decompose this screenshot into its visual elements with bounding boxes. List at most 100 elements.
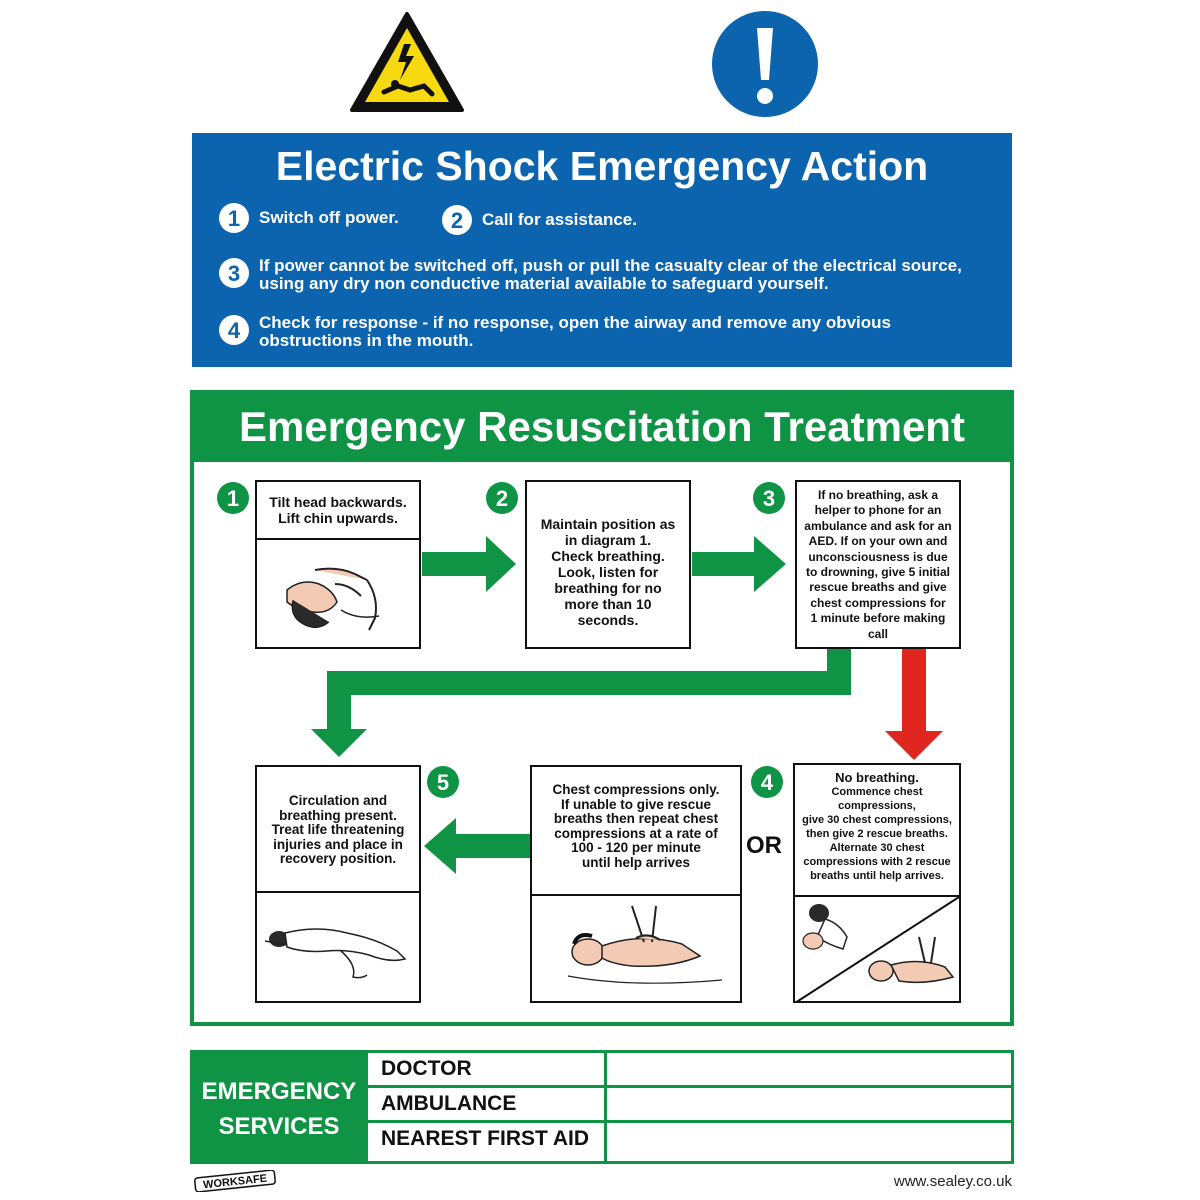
step-2-text: Maintain position as in diagram 1. Check… xyxy=(533,516,683,628)
step-2-line: Maintain position as xyxy=(540,516,676,532)
step-3-line: ambulance and ask for an xyxy=(804,518,952,533)
resuscitation-header: Emergency Resuscitation Treatment xyxy=(190,390,1014,462)
step-5-text: Circulation and breathing present. Treat… xyxy=(263,793,413,867)
step-1-line: Tilt head backwards. xyxy=(269,494,407,510)
rescue-breaths-illustration xyxy=(794,895,960,1004)
head-tilt-illustration xyxy=(257,538,419,647)
chest-compressions-drawing xyxy=(567,905,723,984)
arrow-compressions-to-step5 xyxy=(424,818,530,874)
service-row-label: DOCTOR xyxy=(381,1057,472,1080)
services-label-line2: SERVICES xyxy=(218,1113,340,1140)
step-1-text: Tilt head backwards. Lift chin upwards. xyxy=(263,494,413,526)
shock-step-3-line1: If power cannot be switched off, push or… xyxy=(259,256,962,275)
step-5-line: Treat life threatening xyxy=(271,822,405,837)
step-3-line: unconsciousness is due xyxy=(808,549,948,564)
service-row-label: AMBULANCE xyxy=(381,1092,517,1115)
step-4-line: Commence chest xyxy=(831,786,923,798)
footer-url[interactable]: www.sealey.co.uk xyxy=(893,1173,1012,1190)
arrow-step1-to-step2 xyxy=(422,536,516,592)
resus-step-1-number: 1 xyxy=(217,482,249,514)
step-2-line: in diagram 1. xyxy=(564,532,652,548)
resus-step-2-number: 2 xyxy=(486,482,518,514)
row-divider xyxy=(604,1123,607,1161)
step-4-box: No breathing. Commence chest compression… xyxy=(793,763,961,1004)
compressions-box: Chest compressions only. If unable to gi… xyxy=(530,765,742,1003)
compressions-line: breaths then repeat chest xyxy=(553,811,719,826)
step-3-line: 1 minute before making xyxy=(810,611,946,626)
chest-compressions-illustration xyxy=(532,894,740,1001)
step-2-box: Maintain position as in diagram 1. Check… xyxy=(525,480,691,649)
step-5-line: recovery position. xyxy=(279,851,397,866)
step-2-line: more than 10 xyxy=(564,596,652,612)
shock-step-2-text: Call for assistance. xyxy=(482,210,637,229)
step-4-line: give 30 chest compressions, xyxy=(802,814,952,826)
step-3-line: chest compressions for xyxy=(810,595,946,610)
row-divider xyxy=(604,1088,607,1120)
services-label-line1: EMERGENCY xyxy=(201,1078,357,1105)
step-4-line: breaths until help arrives. xyxy=(810,870,944,882)
step-3-text: If no breathing, ask a helper to phone f… xyxy=(800,488,956,642)
resus-step-4-number: 4 xyxy=(751,766,783,798)
step-2-line: breathing for no xyxy=(554,580,662,596)
compressions-line: 100 - 120 per minute xyxy=(571,840,701,855)
or-label: OR xyxy=(746,832,782,859)
step-2-line: Look, listen for xyxy=(557,564,659,580)
row-divider xyxy=(604,1053,607,1085)
compressions-line: until help arrives xyxy=(581,854,691,870)
step-5-line: breathing present. xyxy=(279,807,397,823)
shock-step-3-number: 3 xyxy=(219,258,249,288)
compressions-text: Chest compressions only. If unable to gi… xyxy=(538,782,734,870)
resus-step-3-number: 3 xyxy=(753,482,785,514)
step-3-line: If no breathing, ask a xyxy=(817,488,939,502)
service-row-ambulance: AMBULANCE xyxy=(368,1088,1014,1123)
step-3-line: to drowning, give 5 initial xyxy=(805,565,950,580)
step-4-line: compressions, xyxy=(838,800,916,812)
step-3-box: If no breathing, ask a helper to phone f… xyxy=(795,480,961,649)
recovery-position-illustration xyxy=(257,891,419,1001)
rescue-breaths-drawing xyxy=(794,896,960,1004)
compressions-line: compressions at a rate of xyxy=(554,825,718,841)
compressions-line: If unable to give rescue xyxy=(560,796,712,812)
electric-shock-warning-icon xyxy=(350,12,464,112)
step-3-line: rescue breaths and give xyxy=(809,580,947,595)
step-5-line: injuries and place in xyxy=(273,836,403,852)
shock-step-1-number: 1 xyxy=(219,203,249,233)
resus-step-5-number: 5 xyxy=(427,766,459,798)
step-4-line: compressions with 2 rescue xyxy=(803,856,951,868)
emergency-services-label: EMERGENCY SERVICES xyxy=(190,1050,368,1164)
step-3-line: AED. If on your own and xyxy=(808,534,948,549)
step-4-line: Alternate 30 chest xyxy=(829,842,925,854)
step-4-heading: No breathing. xyxy=(835,770,919,785)
service-row-label: NEAREST FIRST AID xyxy=(381,1127,590,1150)
electric-shock-title-wrap: Electric Shock Emergency Action xyxy=(192,143,1012,190)
arrow-step3-to-step5 xyxy=(311,649,851,757)
worksafe-logo: WORKSAFE xyxy=(194,1170,276,1192)
compressions-heading: Chest compressions only. xyxy=(552,782,720,797)
shock-step-4-number: 4 xyxy=(219,315,249,345)
head-tilt-drawing xyxy=(286,567,380,631)
step-3-line: helper to phone for an xyxy=(814,503,942,518)
electric-shock-title: Electric Shock Emergency Action xyxy=(275,143,929,189)
step-2-line: seconds. xyxy=(577,612,639,628)
service-row-first-aid: NEAREST FIRST AID xyxy=(368,1123,1014,1161)
step-1-box: Tilt head backwards. Lift chin upwards. xyxy=(255,480,421,649)
recovery-position-drawing xyxy=(264,928,407,979)
step-1-line: Lift chin upwards. xyxy=(278,510,398,526)
mandatory-exclamation-icon xyxy=(712,11,818,117)
shock-step-1-text: Switch off power. xyxy=(259,208,399,227)
step-3-line: call xyxy=(867,626,888,641)
electric-shock-panel xyxy=(192,133,1012,367)
shock-step-4-line2: obstructions in the mouth. xyxy=(259,331,474,350)
step-2-line: Check breathing. xyxy=(551,548,665,564)
shock-step-4-line1: Check for response - if no response, ope… xyxy=(259,313,891,332)
arrow-step3-to-step4 xyxy=(885,649,943,760)
step-5-line: Circulation and xyxy=(288,793,388,808)
arrow-step2-to-step3 xyxy=(692,536,786,592)
service-row-doctor: DOCTOR xyxy=(368,1053,1014,1088)
step-4-line: then give 2 rescue breaths. xyxy=(806,828,948,840)
shock-step-2-number: 2 xyxy=(442,205,472,235)
shock-step-3-line2: using any dry non conductive material av… xyxy=(259,274,829,293)
resuscitation-title: Emergency Resuscitation Treatment xyxy=(239,403,965,450)
step-5-box: Circulation and breathing present. Treat… xyxy=(255,765,421,1003)
